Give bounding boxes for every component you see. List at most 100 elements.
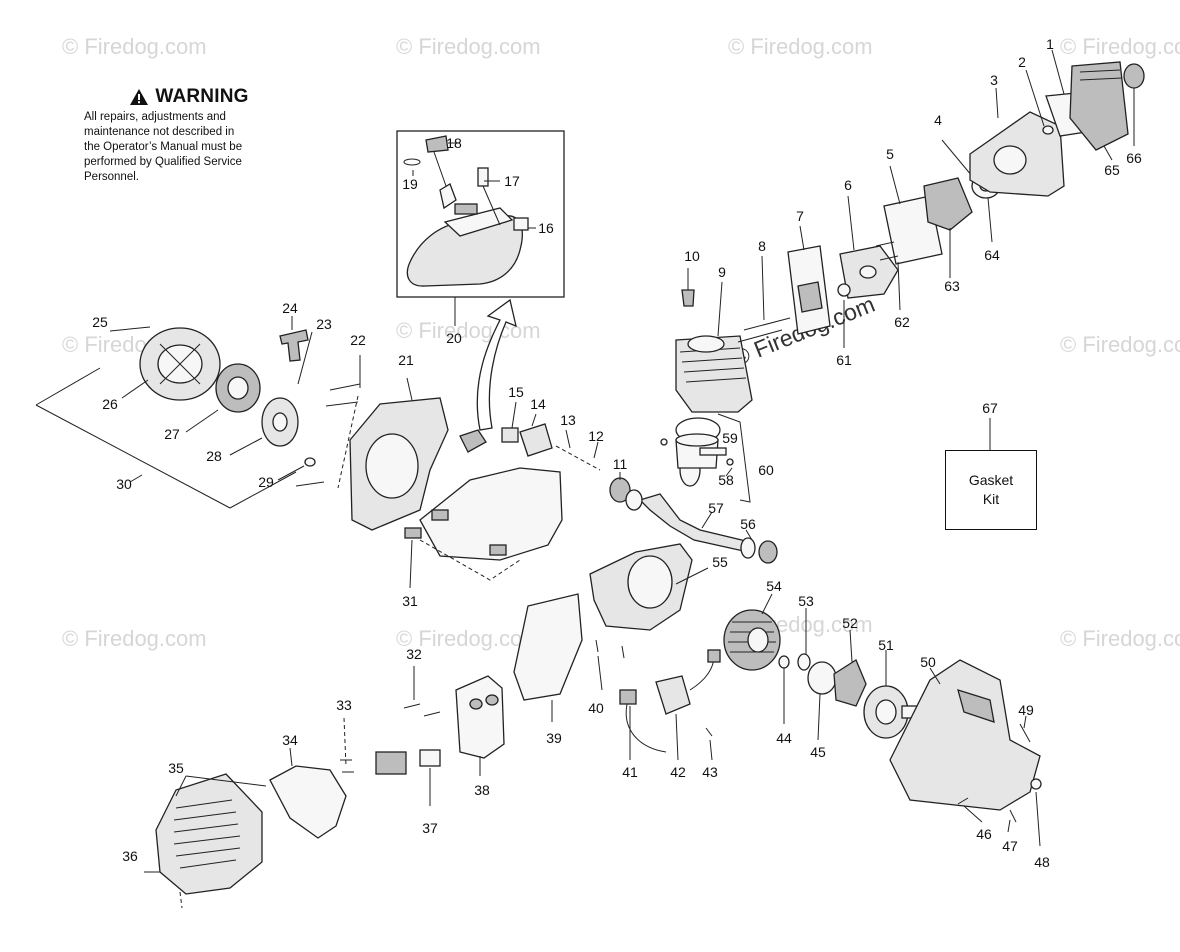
gasket-kit-box: Gasket Kit xyxy=(945,450,1037,530)
circlip xyxy=(726,458,734,466)
fuel-tank xyxy=(419,467,563,561)
starter-handle xyxy=(279,329,309,362)
callout-19: 19 xyxy=(402,176,418,192)
rubber-pad xyxy=(431,509,449,521)
filter-cover xyxy=(1069,61,1129,151)
callout-7: 7 xyxy=(796,208,804,224)
callout-18: 18 xyxy=(446,135,462,151)
washer xyxy=(778,655,790,669)
bearing xyxy=(758,540,778,564)
callout-31: 31 xyxy=(402,593,418,609)
watermark: © Firedog.com xyxy=(1060,34,1180,59)
callout-16: 16 xyxy=(538,220,554,236)
callout-21: 21 xyxy=(398,352,414,368)
spark-plug xyxy=(681,289,695,307)
callout-66: 66 xyxy=(1126,150,1142,166)
muffler-gasket xyxy=(419,749,441,767)
muffler-cover xyxy=(269,765,347,839)
callout-33: 33 xyxy=(336,697,352,713)
fuel-cap xyxy=(459,429,487,453)
clutch xyxy=(833,659,867,707)
callout-15: 15 xyxy=(508,384,524,400)
callout-1: 1 xyxy=(1046,36,1054,52)
circlip xyxy=(660,438,668,446)
watermark: © Firedog.com xyxy=(396,318,541,343)
callout-44: 44 xyxy=(776,730,792,746)
watermark: © Firedog.com xyxy=(62,34,207,59)
callout-49: 49 xyxy=(1018,702,1034,718)
intake-spacer xyxy=(501,427,519,443)
piston-pin xyxy=(699,447,727,456)
callout-5: 5 xyxy=(886,146,894,162)
carburetor xyxy=(923,177,973,231)
callout-51: 51 xyxy=(878,637,894,653)
muffler xyxy=(455,675,505,759)
callout-45: 45 xyxy=(810,744,826,760)
callout-22: 22 xyxy=(350,332,366,348)
callout-57: 57 xyxy=(708,500,724,516)
callout-4: 4 xyxy=(934,112,942,128)
callout-40: 40 xyxy=(588,700,604,716)
callout-56: 56 xyxy=(740,516,756,532)
callout-3: 3 xyxy=(990,72,998,88)
gasket-kit-label-line1: Gasket xyxy=(968,472,1014,488)
rubber-pad xyxy=(489,544,507,556)
callout-46: 46 xyxy=(976,826,992,842)
spark-arrestor-screen xyxy=(375,751,407,775)
callout-25: 25 xyxy=(92,314,108,330)
cylinder xyxy=(675,335,753,413)
callout-67: 67 xyxy=(982,400,998,416)
callout-48: 48 xyxy=(1034,854,1050,870)
washer xyxy=(807,661,837,695)
starter-housing xyxy=(139,327,221,401)
callout-64: 64 xyxy=(984,247,1000,263)
callout-65: 65 xyxy=(1104,162,1120,178)
fuel-tank-inset xyxy=(403,135,529,287)
callout-38: 38 xyxy=(474,782,490,798)
callout-9: 9 xyxy=(718,264,726,280)
watermark: © Firedog.com xyxy=(728,34,873,59)
crankshaft xyxy=(638,493,751,553)
bearing xyxy=(740,537,756,559)
heat-shield xyxy=(513,593,583,701)
warning-text: All repairs, adjustments and maintenance… xyxy=(84,111,243,183)
watermark: © Firedog.com xyxy=(396,626,541,651)
watermark: © Firedog.com xyxy=(1060,332,1180,357)
watermark: © Firedog.com xyxy=(62,626,207,651)
callout-20: 20 xyxy=(446,330,462,346)
callout-12: 12 xyxy=(588,428,604,444)
callout-2: 2 xyxy=(1018,54,1026,70)
callout-55: 55 xyxy=(712,554,728,570)
callout-41: 41 xyxy=(622,764,638,780)
callout-28: 28 xyxy=(206,448,222,464)
callout-8: 8 xyxy=(758,238,766,254)
warning-triangle-icon xyxy=(130,89,149,105)
cylinder-cover xyxy=(155,773,263,895)
ignition-module xyxy=(655,675,691,715)
callout-32: 32 xyxy=(406,646,422,662)
callout-59: 59 xyxy=(722,430,738,446)
callout-53: 53 xyxy=(798,593,814,609)
spark-plug-boot xyxy=(619,689,637,705)
callout-39: 39 xyxy=(546,730,562,746)
flywheel xyxy=(723,609,781,671)
callout-10: 10 xyxy=(684,248,700,264)
callout-35: 35 xyxy=(168,760,184,776)
callout-42: 42 xyxy=(670,764,686,780)
callout-26: 26 xyxy=(102,396,118,412)
callout-30: 30 xyxy=(116,476,132,492)
callout-6: 6 xyxy=(844,177,852,193)
callout-63: 63 xyxy=(944,278,960,294)
callout-58: 58 xyxy=(718,472,734,488)
callout-61: 61 xyxy=(836,352,852,368)
gasket-kit-label-line2: Kit xyxy=(982,491,1000,507)
warning-notice: WARNING All repairs, adjustments and mai… xyxy=(84,86,294,185)
watermark: © Firedog.com xyxy=(1060,626,1180,651)
arrow-icon xyxy=(476,298,517,431)
rubber-pad xyxy=(404,527,422,539)
callout-37: 37 xyxy=(422,820,438,836)
o-ring xyxy=(837,283,851,297)
callout-47: 47 xyxy=(1002,838,1018,854)
